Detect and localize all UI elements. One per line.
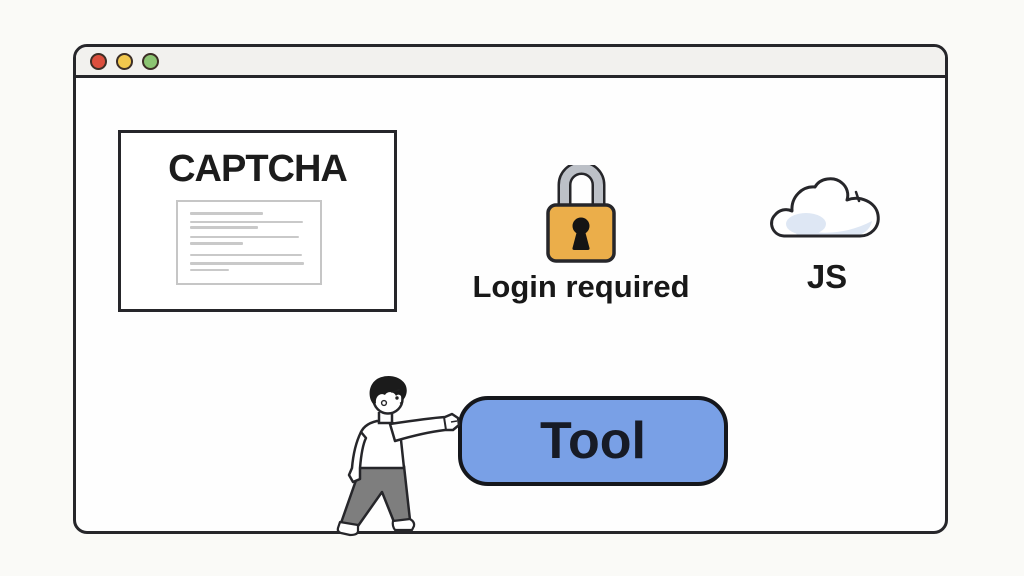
login-required-label: Login required xyxy=(472,269,690,304)
tool-button-label: Tool xyxy=(540,412,646,470)
captcha-text-line xyxy=(190,235,299,238)
captcha-text-box xyxy=(176,200,322,285)
minimize-button[interactable] xyxy=(116,52,133,70)
captcha-text-line xyxy=(190,268,229,271)
captcha-title: CAPTCHA xyxy=(168,148,348,190)
captcha-text-line xyxy=(190,253,303,256)
tool-button[interactable]: Tool xyxy=(458,396,728,486)
login-required-group: Login required xyxy=(461,165,701,305)
maximize-button[interactable] xyxy=(142,52,159,70)
js-cloud-group: JS xyxy=(762,176,892,296)
captcha-text-line xyxy=(190,262,305,265)
captcha-text-line xyxy=(190,212,264,215)
captcha-text-line xyxy=(190,220,304,223)
captcha-card: CAPTCHA xyxy=(118,130,397,312)
window-titlebar xyxy=(76,47,945,78)
captcha-text-line xyxy=(190,242,244,245)
cloud-icon xyxy=(770,177,880,238)
js-label: JS xyxy=(806,258,848,295)
captcha-text-line xyxy=(190,226,259,229)
padlock-icon xyxy=(546,165,616,263)
close-button[interactable] xyxy=(90,52,107,70)
